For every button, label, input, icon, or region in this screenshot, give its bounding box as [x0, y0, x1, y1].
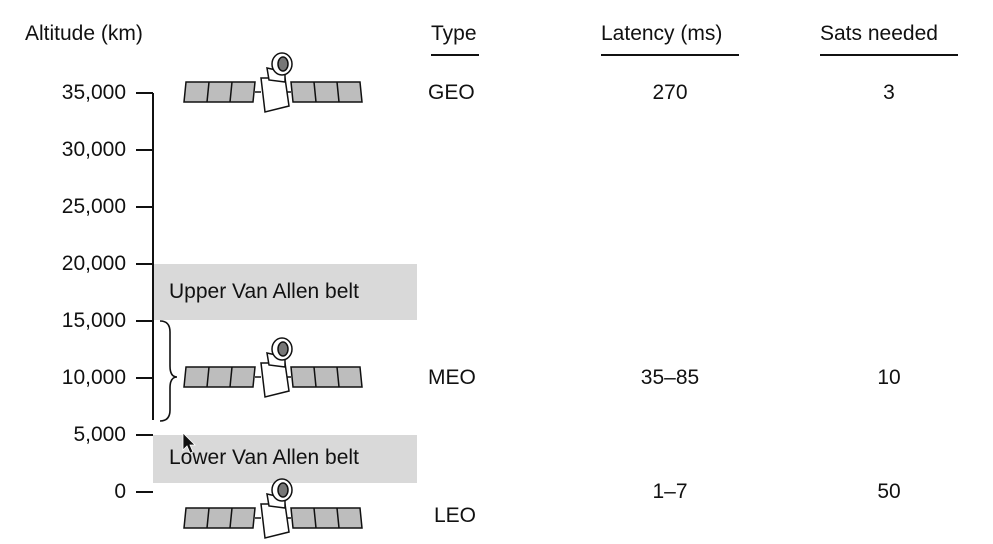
tick-label: 5,000: [73, 423, 126, 446]
tick-label: 0: [114, 480, 126, 503]
tick-label: 25,000: [61, 195, 126, 218]
tick-label: 35,000: [61, 81, 126, 104]
row-geo-sats: 3: [883, 81, 895, 104]
upper-van-allen-belt: Upper Van Allen belt: [153, 264, 417, 320]
mouse-cursor-icon: [182, 432, 196, 454]
satellite-icon: [183, 337, 363, 398]
row-leo-sats: 50: [877, 480, 901, 503]
header-sats-underline: [820, 54, 958, 56]
tick-label: 30,000: [61, 138, 126, 161]
header-type-underline: [431, 54, 479, 56]
tick-labels: 35,000 30,000 25,000 20,000 15,000 10,00…: [0, 0, 126, 544]
axis-ticks: [136, 92, 153, 493]
header-sats-needed: Sats needed: [820, 22, 938, 45]
row-meo-latency: 35–85: [640, 366, 700, 389]
tick-label: 20,000: [61, 252, 126, 275]
satellite-icon: [183, 478, 363, 539]
meo-range-brace: [159, 320, 178, 422]
header-latency: Latency (ms): [601, 22, 723, 45]
upper-belt-label: Upper Van Allen belt: [169, 280, 359, 303]
row-meo-type: MEO: [428, 366, 476, 389]
lower-van-allen-belt: Lower Van Allen belt: [153, 435, 417, 483]
lower-belt-label: Lower Van Allen belt: [169, 446, 359, 469]
row-leo-type: LEO: [434, 504, 477, 527]
header-type: Type: [431, 22, 477, 45]
row-geo-latency: 270: [652, 81, 688, 104]
axis-title: Altitude (km): [25, 22, 143, 45]
header-latency-underline: [601, 54, 739, 56]
tick-label: 10,000: [61, 366, 126, 389]
tick-label: 15,000: [61, 309, 126, 332]
row-leo-latency: 1–7: [652, 480, 688, 503]
satellite-icon: [183, 52, 363, 113]
row-geo-type: GEO: [428, 81, 475, 104]
row-meo-sats: 10: [877, 366, 901, 389]
